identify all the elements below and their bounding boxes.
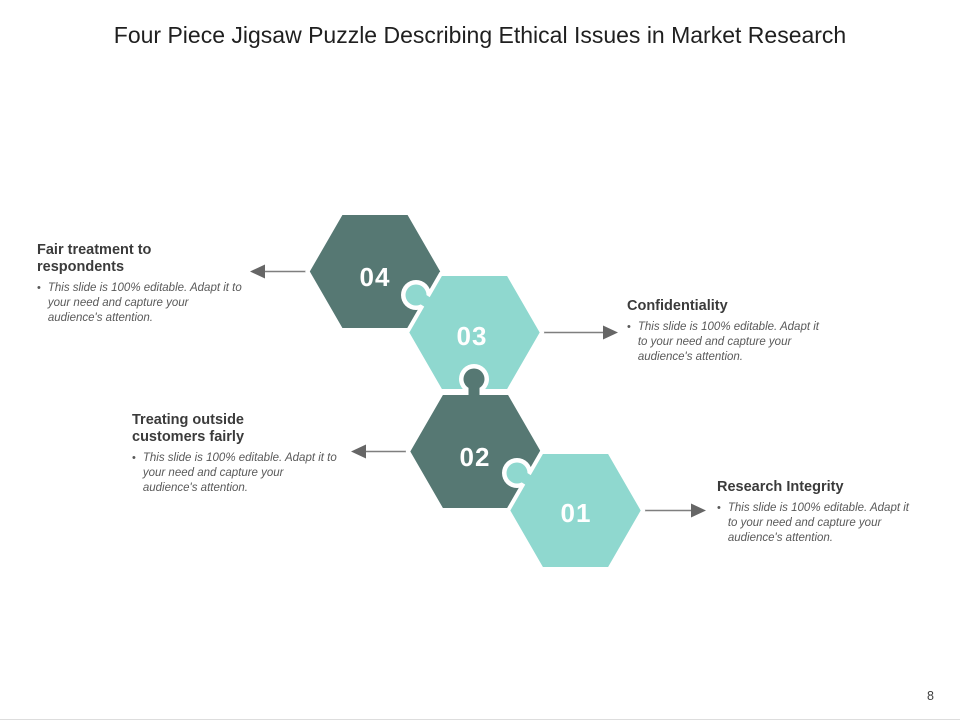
puzzle-piece-01	[505, 450, 646, 571]
callout-bullet-text: This slide is 100% editable. Adapt it to…	[142, 452, 337, 494]
piece-number-01: 01	[560, 498, 592, 528]
bullet-marker-icon: •	[37, 282, 41, 294]
callout-heading: Research Integrity	[717, 479, 844, 495]
callout-bullet: • This slide is 100% editable. Adapt it …	[37, 281, 249, 326]
arrowhead-right-03	[603, 325, 618, 340]
callout-bullet: • This slide is 100% editable. Adapt it …	[717, 501, 917, 546]
callout-research-integrity: Research Integrity • This slide is 100% …	[717, 479, 917, 546]
arrowhead-left-02	[351, 444, 366, 459]
callout-bullet-text: This slide is 100% editable. Adapt it to…	[47, 282, 242, 324]
callout-bullet: • This slide is 100% editable. Adapt it …	[132, 451, 344, 496]
callout-fair-treatment: Fair treatment to respondents • This sli…	[37, 242, 249, 326]
piece-number-04: 04	[359, 262, 391, 292]
puzzle-knob-01-into-02	[506, 462, 536, 488]
connector-arrow-02	[351, 444, 406, 459]
callout-heading: Treating outside customers fairly	[132, 412, 245, 445]
callout-bullet: • This slide is 100% editable. Adapt it …	[627, 320, 827, 365]
page-number: 8	[927, 689, 934, 703]
connector-arrow-03	[540, 325, 618, 340]
bullet-marker-icon: •	[627, 321, 631, 333]
callout-heading: Confidentiality	[627, 298, 728, 314]
slide-title: Four Piece Jigsaw Puzzle Describing Ethi…	[113, 22, 847, 48]
callout-confidentiality: Confidentiality • This slide is 100% edi…	[627, 298, 827, 365]
callout-bullet-text: This slide is 100% editable. Adapt it to…	[727, 502, 909, 544]
callout-treating-customers: Treating outside customers fairly • This…	[132, 412, 344, 496]
puzzle-knob-02-into-03	[463, 368, 485, 400]
arrowhead-right-01	[691, 503, 706, 518]
piece-number-02: 02	[459, 442, 491, 472]
arrowhead-left-04	[250, 264, 265, 279]
connector-arrow-01	[641, 503, 706, 518]
piece-number-03: 03	[456, 321, 488, 351]
callout-heading: Fair treatment to respondents	[37, 242, 152, 275]
bullet-marker-icon: •	[717, 502, 721, 514]
callout-bullet-text: This slide is 100% editable. Adapt it to…	[637, 321, 819, 363]
connector-arrow-04	[250, 264, 310, 279]
bullet-marker-icon: •	[132, 452, 136, 464]
puzzle-knob-03-into-04	[405, 284, 435, 310]
